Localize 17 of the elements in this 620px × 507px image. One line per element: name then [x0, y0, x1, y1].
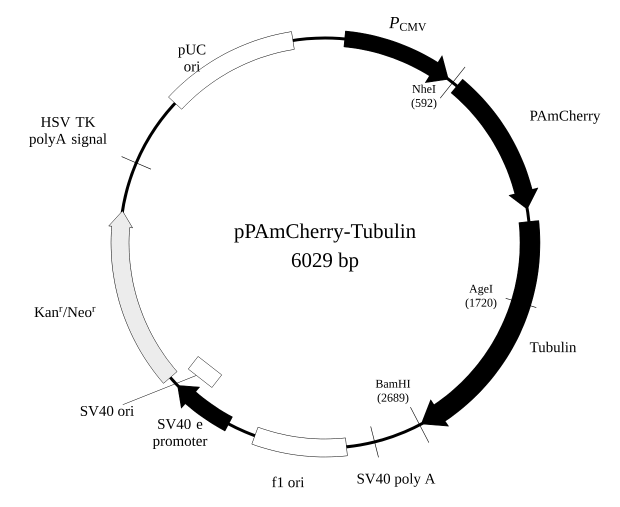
feature-label: P$_{CMV}$	[388, 17, 426, 31]
feature-label: SV40 poly A	[358, 473, 436, 487]
feature-label: pPAmCherry-Tubulin	[234, 223, 416, 242]
feature-label: 6029 bp	[292, 252, 358, 272]
feature-label: AgeI (1720)	[466, 284, 496, 310]
feature-label: pUC ori	[178, 44, 206, 72]
feature-label: NheI (592)	[412, 84, 436, 110]
feature-label: Tubulin	[530, 342, 576, 352]
feature-label: SV40 e promoter	[152, 418, 208, 450]
leader-line	[122, 375, 196, 405]
feature-box	[188, 356, 222, 388]
feature-label: HSV TK polyA signal	[29, 116, 107, 147]
feature-label: SV40 ori	[80, 406, 134, 416]
feature-label: f1 ori	[272, 476, 304, 488]
feature-label: Kan$^{r}$/Neo$^{r}$	[34, 306, 96, 318]
feature-label: PAmCherry	[530, 110, 600, 124]
feature-label: BamHI (2689)	[376, 380, 410, 404]
